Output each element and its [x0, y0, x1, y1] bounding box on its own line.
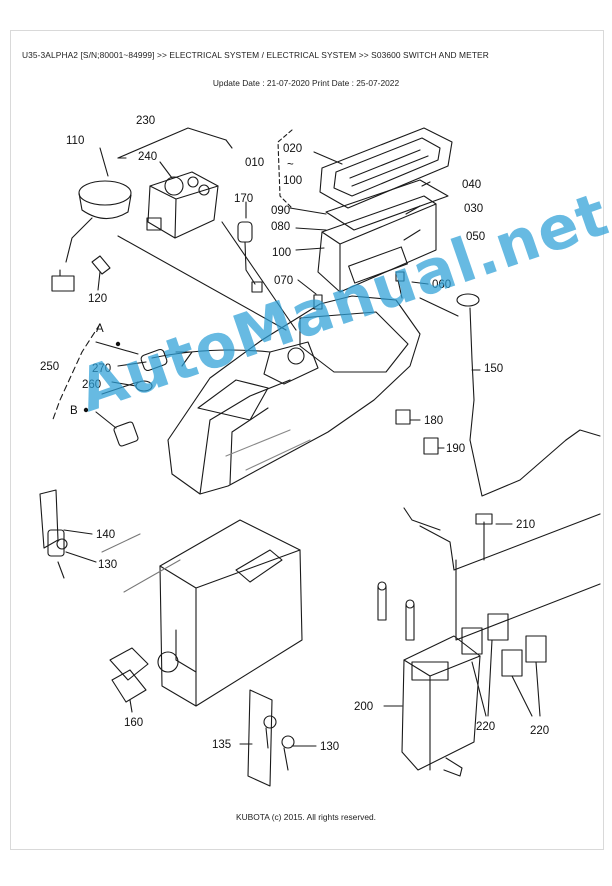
- callout-A: A: [96, 323, 104, 335]
- callout-050: 050: [466, 231, 485, 243]
- callout-240: 240: [138, 151, 157, 163]
- page-header: U35-3ALPHA2 [S/N;80001~84999] >> ELECTRI…: [22, 50, 489, 60]
- drawing-sheet: [10, 30, 604, 850]
- callout-210: 210: [516, 519, 535, 531]
- callout-110: 110: [66, 135, 84, 147]
- callout-190: 190: [446, 443, 465, 455]
- callout-130-keys: 130: [320, 741, 339, 753]
- callout-100-top: 100: [283, 175, 302, 187]
- callout-070: 070: [274, 275, 293, 287]
- callout-tilde: ~: [287, 159, 294, 171]
- callout-260: 260: [82, 379, 101, 391]
- callout-140: 140: [96, 529, 115, 541]
- callout-100: 100: [272, 247, 291, 259]
- callout-270: 270: [92, 363, 111, 375]
- callout-180: 180: [424, 415, 443, 427]
- callout-020: 020: [283, 143, 302, 155]
- callout-200: 200: [354, 701, 373, 713]
- callout-230: 230: [136, 115, 155, 127]
- callout-060: 060: [432, 279, 451, 291]
- callout-250: 250: [40, 361, 59, 373]
- callout-160: 160: [124, 717, 143, 729]
- callout-120: 120: [88, 293, 107, 305]
- date-line: Update Date : 21-07-2020 Print Date : 25…: [212, 78, 400, 88]
- footer-copyright: KUBOTA (c) 2015. All rights reserved.: [236, 812, 376, 822]
- callout-090: 090: [271, 205, 290, 217]
- callout-220-left: 220: [476, 721, 495, 733]
- callout-135: 135: [212, 739, 231, 751]
- callout-170: 170: [234, 193, 253, 205]
- callout-220-right: 220: [530, 725, 549, 737]
- callout-130: 130: [98, 559, 117, 571]
- callout-B: B: [70, 405, 78, 417]
- callout-010: 010: [245, 157, 264, 169]
- callout-040: 040: [462, 179, 481, 191]
- callout-030: 030: [464, 203, 483, 215]
- callout-150: 150: [484, 363, 503, 375]
- callout-080: 080: [271, 221, 290, 233]
